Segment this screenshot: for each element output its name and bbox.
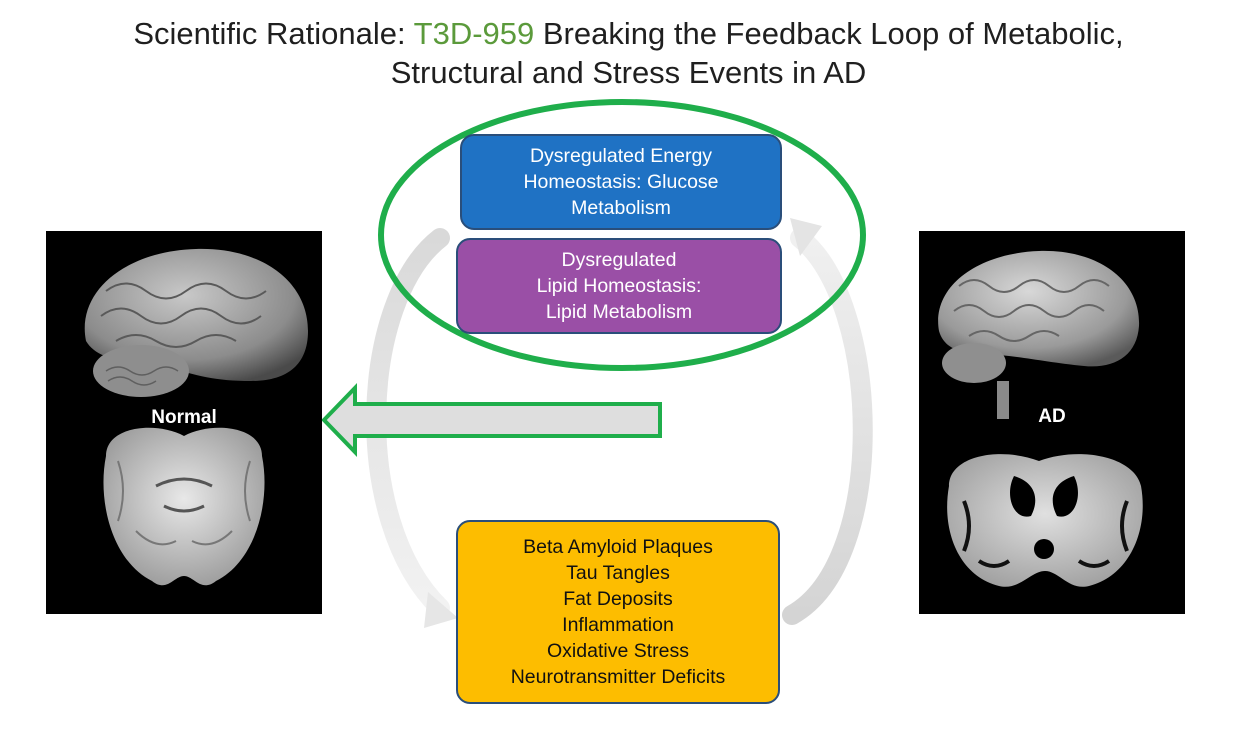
- box-line: Lipid Metabolism: [545, 301, 693, 323]
- title-accent-compound: T3D-959: [413, 16, 535, 51]
- feedback-arrowhead-right: [790, 218, 822, 256]
- title-line-1: Scientific Rationale: T3D-959 Breaking t…: [0, 14, 1257, 53]
- box-line: Dysregulated Energy: [529, 145, 713, 167]
- ad-label: AD: [1038, 406, 1066, 427]
- feedback-arc-right: [782, 228, 873, 625]
- title-prefix: Scientific Rationale:: [133, 16, 414, 51]
- normal-brain-image: [84, 248, 308, 586]
- box-line: Tau Tangles: [566, 562, 670, 584]
- box-line: Lipid Homeostasis:: [536, 275, 702, 297]
- box-line: Neurotransmitter Deficits: [510, 666, 726, 688]
- box-line: Fat Deposits: [563, 588, 673, 610]
- box-line: Beta Amyloid Plaques: [523, 536, 713, 558]
- pathology-events-box: Beta Amyloid Plaques Tau Tangles Fat Dep…: [456, 520, 780, 704]
- metabolic-highlight-ellipse: [378, 99, 866, 371]
- box-line: Inflammation: [562, 614, 674, 636]
- lipid-homeostasis-box: Dysregulated Lipid Homeostasis: Lipid Me…: [456, 238, 782, 334]
- ad-brain-image: [938, 250, 1143, 587]
- box-line: Homeostasis: Glucose: [523, 171, 719, 193]
- energy-homeostasis-box: Dysregulated Energy Homeostasis: Glucose…: [460, 134, 782, 230]
- box-line: Oxidative Stress: [547, 640, 689, 662]
- title-line-2: Structural and Stress Events in AD: [390, 55, 867, 90]
- normal-label: Normal: [151, 407, 217, 428]
- box-line: Dysregulated: [561, 249, 677, 271]
- box-line: Metabolism: [571, 197, 671, 219]
- slide-title: Scientific Rationale: T3D-959 Breaking t…: [0, 14, 1257, 92]
- reversal-arrow: [321, 383, 662, 457]
- feedback-arrowhead-left: [424, 592, 458, 628]
- title-rest: Breaking the Feedback Loop of Metabolic,: [534, 16, 1124, 51]
- ad-brain-panel: AD: [919, 231, 1185, 614]
- normal-brain-panel: Normal: [46, 231, 322, 614]
